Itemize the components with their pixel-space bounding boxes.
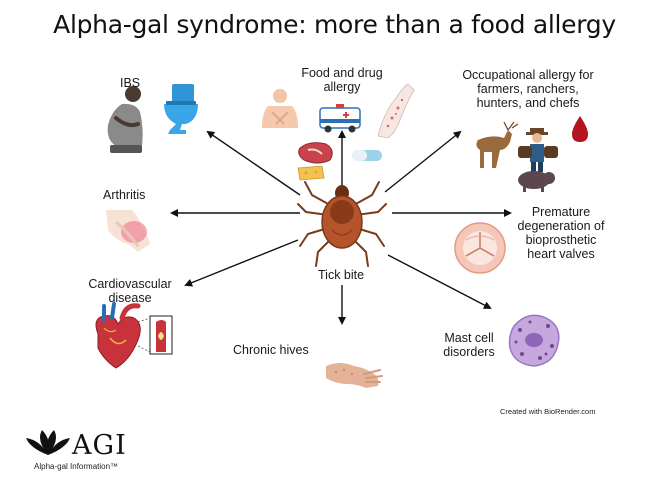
premature-label-line: bioprosthetic xyxy=(525,233,597,247)
toilet-illustration xyxy=(164,84,198,134)
arthritis-label: Arthritis xyxy=(103,188,146,202)
food-drug-label-line: Food and drug xyxy=(301,66,383,80)
occupational-label-line: hunters, and chefs xyxy=(476,96,580,110)
mast-cell-label: Mast cell disorders xyxy=(432,331,506,359)
cardio-label-line: Cardiovascular xyxy=(88,277,172,291)
ibs-label: IBS xyxy=(120,76,141,90)
premature-label-line: Premature xyxy=(531,205,591,219)
food-drug-illustration xyxy=(262,83,415,181)
mast-cell-label-line: Mast cell xyxy=(444,331,494,345)
premature-label-line: degeneration of xyxy=(517,219,605,233)
heart-illustration xyxy=(95,302,173,369)
premature-label-line: heart valves xyxy=(527,247,595,261)
ibs-illustration xyxy=(107,86,143,153)
occupational-label-line: Occupational allergy for xyxy=(462,68,594,82)
agi-logo-subtitle: Alpha-gal Information™ xyxy=(34,462,119,471)
mast-cell-label-line: disorders xyxy=(443,345,495,359)
agi-logo-mark xyxy=(26,430,70,455)
heart-valve-illustration xyxy=(454,222,506,274)
food-drug-label-line: allergy xyxy=(323,80,361,94)
arrow-to-cardio xyxy=(184,239,299,287)
tick-illustration xyxy=(297,181,387,267)
arrow-to-occupational xyxy=(384,130,462,193)
food-drug-label: Food and drug allergy xyxy=(282,66,402,94)
tick-bite-label: Tick bite xyxy=(318,268,365,282)
biorender-credit: Created with BioRender.com xyxy=(500,407,596,416)
occupational-label-line: farmers, ranchers, xyxy=(477,82,579,96)
arthritis-illustration xyxy=(106,210,150,252)
occupational-illustration xyxy=(476,116,588,192)
mast-cell-illustration xyxy=(508,314,560,367)
cardio-label-line: disease xyxy=(108,291,152,305)
arrow-to-mast xyxy=(387,254,492,309)
premature-label: Premature degeneration of bioprosthetic … xyxy=(500,205,622,261)
page-title: Alpha-gal syndrome: more than a food all… xyxy=(53,10,616,39)
cardio-label: Cardiovascular disease xyxy=(82,277,178,305)
agi-logo-text: AGI xyxy=(72,430,127,461)
hives-label: Chronic hives xyxy=(233,343,309,357)
arrow-to-ibs xyxy=(206,130,301,196)
hives-illustration xyxy=(326,363,383,388)
occupational-label: Occupational allergy for farmers, ranche… xyxy=(446,68,610,110)
